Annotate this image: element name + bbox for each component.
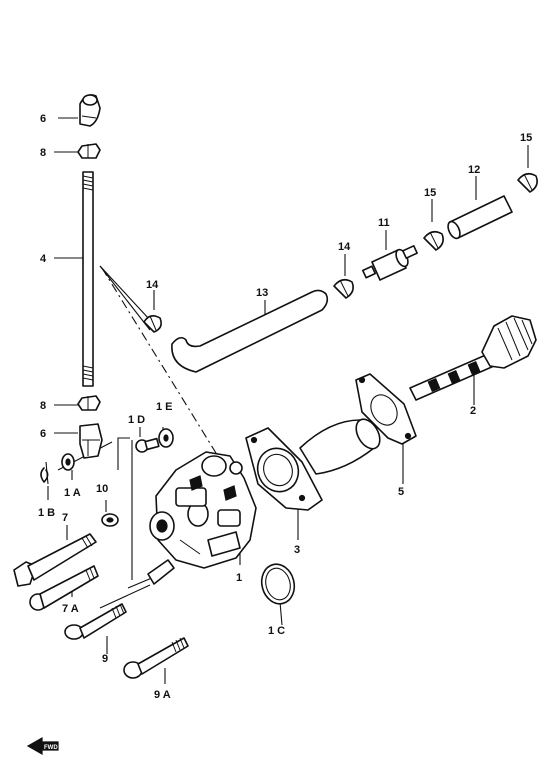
hose-clamp-14a (143, 314, 162, 333)
callout-14-left: 14 (146, 279, 159, 291)
hose-13 (171, 289, 329, 373)
driven-gear-2 (409, 315, 537, 401)
elbow-fitting-bottom (79, 423, 103, 459)
hose-12 (447, 195, 513, 240)
clip-1b (40, 461, 49, 485)
callout-2: 2 (470, 405, 476, 417)
callout-9: 9 (102, 653, 108, 665)
callout-1: 1 (236, 572, 242, 584)
callout-15-top: 15 (520, 132, 532, 144)
bolt-7a (29, 565, 99, 611)
hose-clamp-15b (517, 172, 538, 193)
callout-9a: 9 A (154, 689, 171, 701)
callout-3: 3 (294, 544, 300, 556)
callout-5: 5 (398, 486, 404, 498)
callout-8-top: 8 (40, 147, 46, 159)
o-ring-1c (260, 563, 296, 605)
callout-1e: 1 E (156, 401, 173, 413)
callout-8-bottom: 8 (40, 400, 46, 412)
hose-clamp-14b (333, 278, 354, 299)
long-rod (82, 171, 94, 387)
callout-1b: 1 B (38, 507, 55, 519)
callout-1a: 1 A (64, 487, 81, 499)
hex-nut-top (77, 143, 101, 159)
elbow-fitting-top (79, 94, 101, 127)
callout-labels: 6 8 4 14 8 6 1 A 1 B 1 D 1 E 10 7 7 A 9 … (38, 113, 532, 701)
callout-10: 10 (96, 483, 108, 495)
direction-label: FWD (44, 745, 58, 751)
hose-clamp-15a (423, 230, 444, 251)
washer-1a (61, 453, 75, 471)
gasket-5 (355, 373, 417, 445)
bolt-1d (135, 437, 160, 453)
callout-13: 13 (256, 287, 268, 299)
callout-11: 11 (378, 217, 390, 229)
callout-7: 7 (62, 512, 68, 524)
hex-nut-bottom (77, 395, 101, 411)
bolt-9a (123, 637, 189, 679)
callout-12: 12 (468, 164, 480, 176)
connector-11 (361, 245, 418, 281)
callout-1c: 1 C (268, 625, 285, 637)
bolt-9 (64, 603, 127, 640)
oil-pump-assembly (147, 451, 257, 585)
callout-15-mid: 15 (424, 187, 436, 199)
pump-housing-3 (245, 418, 381, 511)
callout-1d: 1 D (128, 414, 145, 426)
leader-lines (47, 117, 529, 684)
callout-7a: 7 A (62, 603, 79, 615)
washer-10 (101, 513, 119, 527)
callout-6-top: 6 (40, 113, 46, 125)
bolt-7 (13, 533, 97, 587)
callout-4: 4 (40, 253, 47, 265)
front-direction-arrow-icon: FWD (26, 736, 59, 756)
callout-6-bottom: 6 (40, 428, 46, 440)
callout-14-right: 14 (338, 241, 351, 253)
washer-1e (158, 428, 174, 448)
